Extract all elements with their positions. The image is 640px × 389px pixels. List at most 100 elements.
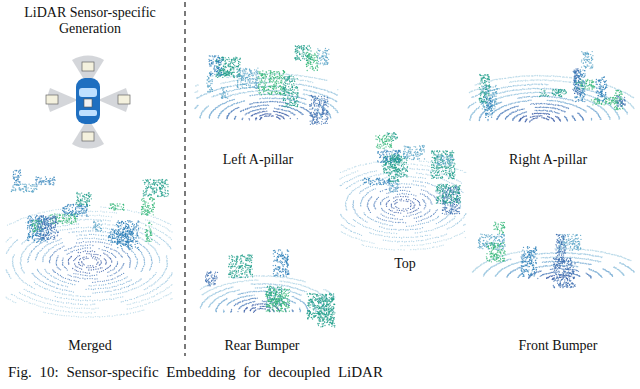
lidar-point [39,178,40,179]
lidar-point [116,251,117,252]
lidar-point [92,211,93,212]
lidar-point [56,244,57,245]
lidar-point [87,247,88,248]
lidar-point [44,253,45,254]
lidar-point [109,212,110,213]
lidar-point [165,222,166,223]
lidar-point [30,221,31,222]
lidar-point [162,291,163,292]
lidar-point [73,299,74,300]
lidar-point [115,286,116,287]
lidar-point [136,211,137,212]
lidar-point [79,234,80,235]
lidar-point [83,219,84,220]
lidar-point [49,308,50,309]
lidar-point [50,256,51,257]
lidar-point [126,291,127,292]
lidar-point [25,217,26,218]
lidar-point [116,281,117,282]
lidar-point [87,300,88,301]
lidar-point [104,211,105,212]
lidar-point [80,300,81,301]
lidar-point [120,297,121,298]
lidar-point [83,230,84,231]
lidar-point [69,218,70,219]
lidar-point [35,233,36,234]
lidar-point [132,288,133,289]
lidar-point [128,286,129,287]
lidar-point [103,219,104,220]
lidar-point [33,233,34,234]
lidar-point [89,234,90,235]
lidar-point [131,279,132,280]
lidar-point [135,235,136,236]
lidar-point [40,286,41,287]
lidar-point [101,235,102,236]
lidar-point [141,271,142,272]
lidar-point [72,251,73,252]
lidar-point [14,170,15,171]
lidar-point [68,311,69,312]
lidar-point [90,267,91,268]
lidar-point [95,284,96,285]
lidar-point [106,243,107,244]
lidar-point [124,287,125,288]
lidar-point [110,291,111,292]
lidar-point [60,306,61,307]
lidar-point [112,254,113,255]
lidar-point [60,230,61,231]
lidar-point [30,218,31,219]
lidar-point [29,220,30,221]
lidar-point [152,262,153,263]
lidar-point [97,281,98,282]
lidar-point [73,221,74,222]
lidar-point [38,218,39,219]
lidar-point [105,250,106,251]
lidar-point [47,288,48,289]
lidar-point [92,282,93,283]
lidar-point [142,228,143,229]
lidar-point [50,214,51,215]
lidar-point [90,285,91,286]
lidar-point [63,277,64,278]
lidar-point [8,239,9,240]
lidar-point [32,218,33,219]
lidar-point [58,279,59,280]
lidar-point [131,211,132,212]
lidar-point [11,191,12,192]
lidar-point [93,269,94,270]
lidar-point [91,289,92,290]
lidar-point [71,316,72,317]
lidar-point [159,257,160,258]
lidar-point [144,289,145,290]
lidar-point [75,221,76,222]
lidar-point [136,297,137,298]
lidar-point [27,246,28,247]
lidar-point [81,261,82,262]
lidar-point [18,220,19,221]
lidar-point [93,254,94,255]
lidar-point [88,211,89,212]
lidar-point [92,245,93,246]
lidar-point [85,242,86,243]
lidar-point [97,262,98,263]
lidar-point [56,288,57,289]
lidar-point [25,248,26,249]
lidar-point [166,287,167,288]
lidar-point [50,243,51,244]
lidar-point [159,244,160,245]
lidar-point [22,183,23,184]
lidar-point [160,224,161,225]
lidar-point [73,315,74,316]
lidar-point [112,278,113,279]
lidar-point [166,235,167,236]
lidar-point [145,219,146,220]
lidar-point [42,248,43,249]
lidar-point [58,218,59,219]
lidar-point [22,269,23,270]
lidar-point [62,281,63,282]
lidar-point [73,260,74,261]
lidar-point [169,277,170,278]
lidar-point [76,223,77,224]
lidar-point [53,309,54,310]
